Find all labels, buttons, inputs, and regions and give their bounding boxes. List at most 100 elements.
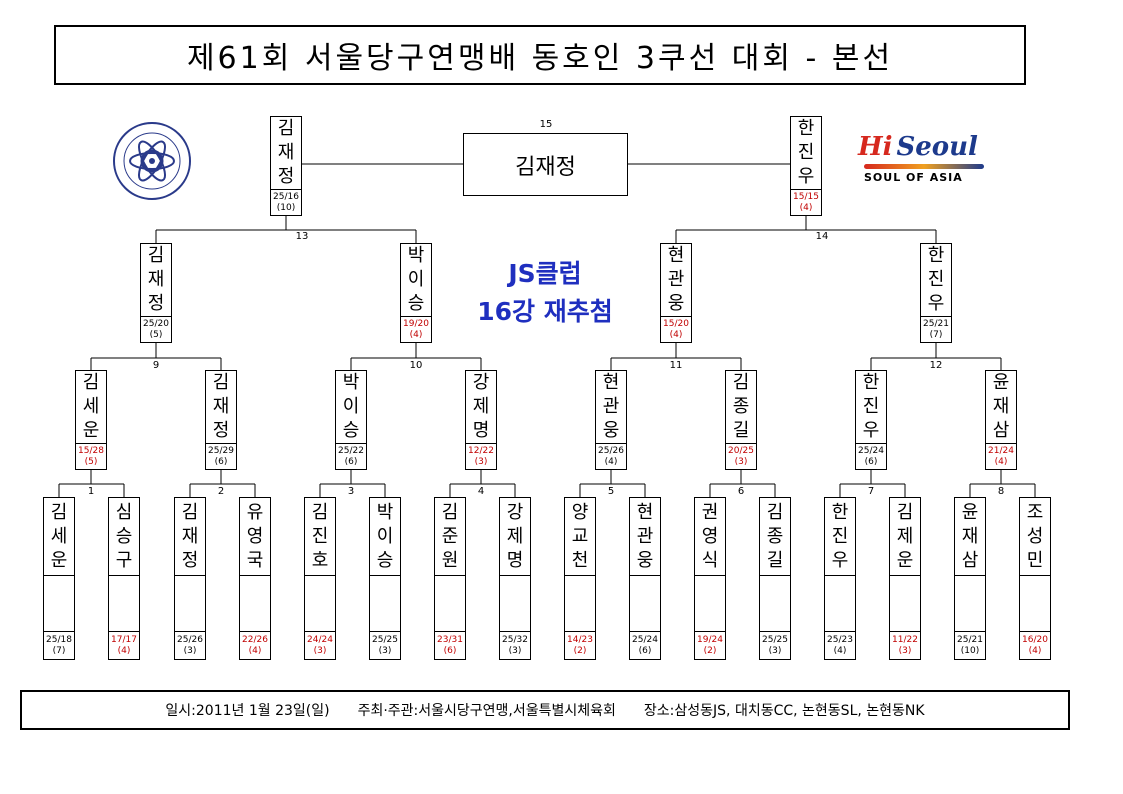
player-name-char: 운 (82, 420, 100, 441)
player-name-char: 강 (506, 501, 524, 523)
event-venue: 장소:삼성동JS, 대치동CC, 논현동SL, 논현동NK (643, 703, 925, 719)
score-value: 19/20 (403, 318, 429, 329)
score-value: 25/20 (143, 318, 169, 329)
score-value: 16/20 (1022, 634, 1048, 645)
player-score: 25/24(6) (856, 444, 886, 469)
inning-value: (6) (443, 645, 457, 656)
inning-value: (10) (276, 202, 296, 213)
player-score: 25/18(7) (44, 632, 74, 659)
player-score: 19/24(2) (695, 632, 725, 659)
player-score: 22/26(4) (240, 632, 270, 659)
player-name-char: 정 (147, 293, 165, 314)
score-value: 19/24 (697, 634, 723, 645)
event-info-footer: 일시:2011년 1월 23일(일) 주최·주관:서울시당구연맹,서울특별시체육… (20, 690, 1070, 730)
player-name-char: 현 (667, 245, 685, 266)
player-name-char: 김 (896, 501, 914, 523)
inning-value: (4) (669, 329, 683, 340)
player-name-char: 이 (342, 396, 360, 417)
player-name-char: 이 (407, 269, 425, 290)
empty-slot (825, 576, 855, 633)
inning-value: (4) (117, 645, 131, 656)
score-value: 25/29 (208, 445, 234, 456)
score-value: 25/25 (762, 634, 788, 645)
player-name-char: 박 (376, 501, 394, 523)
inning-value: (3) (378, 645, 392, 656)
empty-slot (44, 576, 74, 633)
player-score: 12/22(3) (466, 444, 496, 469)
inning-value: (3) (898, 645, 912, 656)
score-value: 25/26 (598, 445, 624, 456)
player-score: 20/25(3) (726, 444, 756, 469)
reseeding-note: JS클럽 16강 재추첨 (440, 255, 650, 331)
player-score: 25/21(7) (921, 317, 951, 342)
page-title: 제61회 서울당구연맹배 동호인 3쿠선 대회 - 본선 (54, 25, 1026, 85)
player-name-char: 길 (766, 549, 784, 571)
player-name-char: 이 (376, 525, 394, 547)
player-name-char: 진 (927, 269, 945, 290)
score-value: 21/24 (988, 445, 1014, 456)
player-score: 25/26(4) (596, 444, 626, 469)
player-score: 15/28(5) (76, 444, 106, 469)
score-value: 25/23 (827, 634, 853, 645)
score-value: 25/21 (923, 318, 949, 329)
player-score: 25/22(6) (336, 444, 366, 469)
score-value: 15/15 (793, 191, 819, 202)
player-name-char: 정 (181, 549, 199, 571)
empty-slot (435, 576, 465, 633)
logo-hi: Hi (858, 132, 893, 162)
match-number: 6 (737, 486, 745, 497)
inning-value: (10) (960, 645, 980, 656)
player-name-char: 김 (82, 372, 100, 393)
player-score: 21/24(4) (986, 444, 1016, 469)
player-name-char: 김 (311, 501, 329, 523)
player-name-char: 진 (797, 142, 815, 163)
player-name-char: 영 (246, 525, 264, 547)
player-name-char: 재 (992, 396, 1010, 417)
player-name-char: 종 (732, 396, 750, 417)
player-name-char: 정 (212, 420, 230, 441)
inning-value: (4) (248, 645, 262, 656)
match-number: 7 (867, 486, 875, 497)
player-name-char: 김 (181, 501, 199, 523)
score-value: 25/22 (338, 445, 364, 456)
score-value: 25/24 (858, 445, 884, 456)
empty-slot (760, 576, 790, 633)
empty-slot (1020, 576, 1050, 633)
player-name-char: 천 (571, 549, 589, 571)
player-name-char: 영 (701, 525, 719, 547)
score-value: 23/31 (437, 634, 463, 645)
inning-value: (7) (52, 645, 66, 656)
player-name-char: 삼 (961, 549, 979, 571)
player-name-char: 성 (1026, 525, 1044, 547)
player-name-char: 김 (441, 501, 459, 523)
player-score: 23/31(6) (435, 632, 465, 659)
player-name-char: 삼 (992, 420, 1010, 441)
player-name-char: 세 (82, 396, 100, 417)
player-name-char: 강 (472, 372, 490, 393)
score-value: 20/25 (728, 445, 754, 456)
player-name-char: 김 (277, 118, 295, 139)
